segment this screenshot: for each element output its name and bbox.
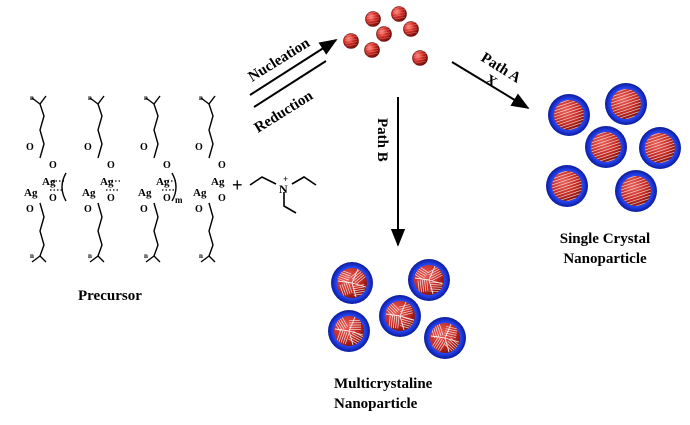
amine-charge: +	[283, 174, 288, 184]
chain-index: n	[88, 94, 92, 102]
nucleus-particle	[403, 21, 419, 37]
nucleation-arrow	[249, 39, 338, 108]
oxygen-atom: O	[140, 142, 148, 153]
nucleus-particle	[343, 33, 359, 49]
multicrystal-caption: Multicrystaline Nanoparticle	[334, 374, 432, 414]
single-crystal-nanoparticle	[585, 126, 627, 168]
chain-index: n	[30, 252, 34, 260]
single-crystal-nanoparticle	[639, 127, 681, 169]
chain-index: n	[144, 94, 148, 102]
nucleus-particle	[364, 42, 380, 58]
multicrystal-nanoparticle	[379, 295, 421, 337]
multicrystal-nanoparticle	[424, 317, 466, 359]
oxygen-atom: O	[84, 204, 92, 215]
oxygen-atom: O	[218, 160, 226, 171]
repeat-index: m	[175, 195, 183, 205]
single-crystal-nanoparticle	[548, 94, 590, 136]
reduction-label: Reduction	[252, 88, 317, 137]
triethylamine-structure	[249, 176, 317, 214]
nucleus-particle	[412, 50, 428, 66]
plus-sign: +	[232, 175, 243, 195]
multicrystal-caption-line2: Nanoparticle	[334, 396, 418, 412]
nucleus-particle	[391, 6, 407, 22]
oxygen-atom: O	[140, 204, 148, 215]
oxygen-atom: O	[84, 142, 92, 153]
nuclei-cluster	[343, 6, 428, 66]
oxygen-atom: O	[26, 204, 34, 215]
oxygen-atom: O	[163, 193, 171, 204]
silver-atom: Ag	[156, 176, 170, 188]
silver-atom: Ag	[138, 187, 152, 199]
oxygen-atom: O	[107, 160, 115, 171]
oxygen-atom: O	[218, 193, 226, 204]
precursor-structure: OOOOAgAgnnOOOOAgAgnnOOOOAgAgnnOOOOAgAgnn…	[24, 94, 226, 263]
oxygen-atom: O	[195, 142, 203, 153]
single-crystal-nanoparticle	[605, 83, 647, 125]
single-crystal-caption-line2: Nanoparticle	[563, 251, 647, 267]
oxygen-atom: O	[163, 160, 171, 171]
silver-atom: Ag	[100, 176, 114, 188]
silver-atom: Ag	[82, 187, 96, 199]
chain-index: n	[88, 252, 92, 260]
multicrystal-nanoparticle	[328, 310, 370, 352]
chain-index: n	[199, 252, 203, 260]
nucleus-particle	[365, 11, 381, 27]
nucleus-particle	[376, 26, 392, 42]
silver-atom: Ag	[24, 187, 38, 199]
amine-nitrogen: N	[279, 182, 288, 196]
oxygen-atom: O	[107, 193, 115, 204]
single-crystal-caption: Single Crystal Nanoparticle	[540, 229, 670, 269]
multicrystal-nanoparticle	[331, 262, 373, 304]
oxygen-atom: O	[26, 142, 34, 153]
path-a-arrow	[451, 61, 530, 109]
single-crystal-particles	[546, 83, 681, 212]
chain-index: n	[199, 94, 203, 102]
oxygen-atom: O	[195, 204, 203, 215]
path-b-label: Path B	[374, 118, 390, 162]
single-crystal-caption-line1: Single Crystal	[559, 231, 651, 247]
single-crystal-nanoparticle	[546, 165, 588, 207]
oxygen-atom: O	[49, 160, 57, 171]
multicrystal-nanoparticle	[408, 259, 450, 301]
silver-atom: Ag	[211, 176, 225, 188]
multicrystal-caption-line1: Multicrystaline	[334, 376, 433, 392]
silver-atom: Ag	[42, 176, 56, 188]
chain-index: n	[144, 252, 148, 260]
precursor-label: Precursor	[78, 288, 142, 304]
oxygen-atom: O	[49, 193, 57, 204]
single-crystal-nanoparticle	[615, 170, 657, 212]
chain-index: n	[30, 94, 34, 102]
silver-atom: Ag	[193, 187, 207, 199]
multicrystal-particles	[328, 259, 466, 359]
